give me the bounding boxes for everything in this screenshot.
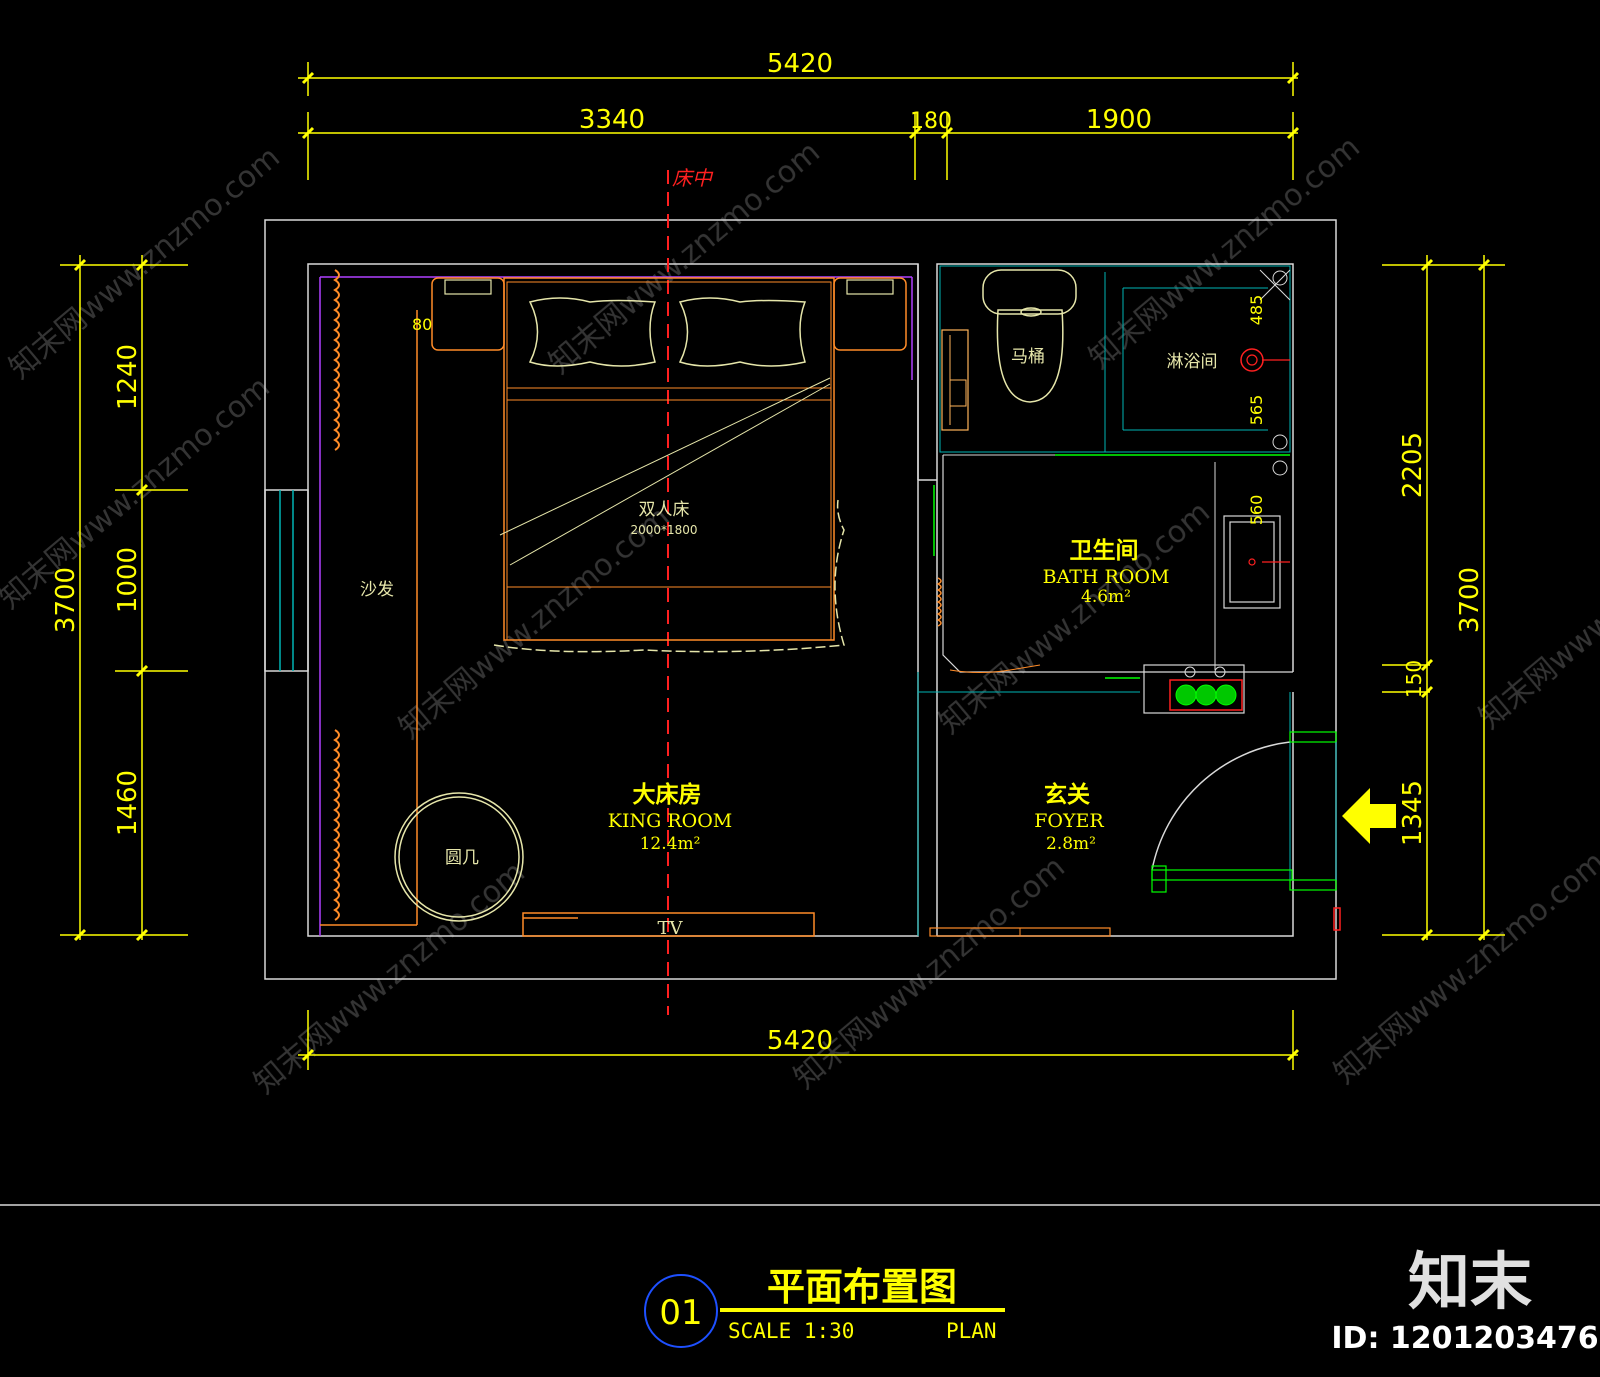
bed-name-label: 双人床 xyxy=(639,500,690,520)
walls xyxy=(264,219,1337,980)
title-block: 01 平面布置图 SCALE 1:30 PLAN xyxy=(644,1265,1005,1348)
dim-right-mid: 150 xyxy=(1402,660,1426,698)
drawing-number-circle xyxy=(644,1274,718,1348)
dim-bottom-overall: 5420 xyxy=(767,1026,833,1056)
dim-shower-565: 565 xyxy=(1247,395,1266,426)
wardrobe xyxy=(319,269,913,936)
dim-top-left: 3340 xyxy=(579,105,645,135)
entry-arrow-icon xyxy=(1342,788,1396,844)
shower-label: 淋浴间 xyxy=(1167,352,1218,372)
bathroom-dim-text: 485 565 560 xyxy=(1247,295,1266,526)
drawing-title: 平面布置图 xyxy=(767,1265,957,1309)
bathroom-fixtures xyxy=(933,265,1293,679)
bath-room-en: BATH ROOM xyxy=(1043,566,1170,588)
offset-80-label: 80 xyxy=(412,315,432,334)
dimension-text-layer: 5420 3340 180 1900 5420 1240 1000 1460 3… xyxy=(51,49,1485,1056)
dim-left-top: 1240 xyxy=(113,344,143,410)
round-table xyxy=(394,792,524,922)
dim-left-bottom: 1460 xyxy=(113,770,143,836)
dim-right-overall: 3700 xyxy=(1455,567,1485,633)
dim-right-top: 2205 xyxy=(1398,432,1428,498)
drawing-type: PLAN xyxy=(946,1319,997,1343)
brand-logo: 知末 xyxy=(1408,1245,1532,1318)
dim-left-overall: 3700 xyxy=(51,567,81,633)
king-room-area: 12.4m² xyxy=(640,834,701,854)
foyer-label: 玄关 FOYER 2.8m² xyxy=(1034,781,1104,854)
bath-room-cn: 卫生间 xyxy=(1070,538,1139,564)
toilet xyxy=(982,269,1077,403)
foyer-area: 2.8m² xyxy=(1046,834,1096,854)
image-id: ID: 1201203476 xyxy=(1331,1321,1598,1356)
dim-top-mid: 180 xyxy=(910,109,952,134)
bed xyxy=(431,277,907,653)
dim-top-overall: 5420 xyxy=(767,49,833,79)
toilet-label: 马桶 xyxy=(1011,347,1045,367)
drawing-scale: SCALE 1:30 xyxy=(728,1319,854,1343)
king-room-en: KING ROOM xyxy=(608,810,732,832)
dim-right-bottom: 1345 xyxy=(1398,780,1428,846)
king-room-cn: 大床房 xyxy=(633,781,702,808)
bed-center-label: 床中 xyxy=(672,166,714,190)
king-room-label: 大床房 KING ROOM 12.4m² xyxy=(608,781,732,854)
tv-label: TV xyxy=(657,918,683,939)
dimension-layer xyxy=(60,62,1505,1070)
dim-basin-560: 560 xyxy=(1247,495,1266,526)
tv-cabinet xyxy=(522,912,815,937)
drawing-number: 01 xyxy=(659,1293,702,1333)
bed-size-label: 2000*1800 xyxy=(630,523,697,537)
bath-room-area: 4.6m² xyxy=(1081,587,1131,607)
entry-door xyxy=(1151,731,1341,931)
dim-shower-485: 485 xyxy=(1247,295,1266,326)
dim-left-mid: 1000 xyxy=(113,547,143,613)
foyer-en: FOYER xyxy=(1034,810,1104,832)
foyer-cn: 玄关 xyxy=(1044,781,1090,808)
wash-basin xyxy=(1223,515,1290,609)
planter xyxy=(1143,664,1245,714)
round-table-label: 圆几 xyxy=(445,848,479,868)
dim-top-right: 1900 xyxy=(1086,105,1152,135)
window xyxy=(264,489,309,672)
foyer-elements xyxy=(917,664,1341,937)
sofa-label: 沙发 xyxy=(360,580,394,600)
bath-room-label: 卫生间 BATH ROOM 4.6m² xyxy=(1043,538,1170,607)
